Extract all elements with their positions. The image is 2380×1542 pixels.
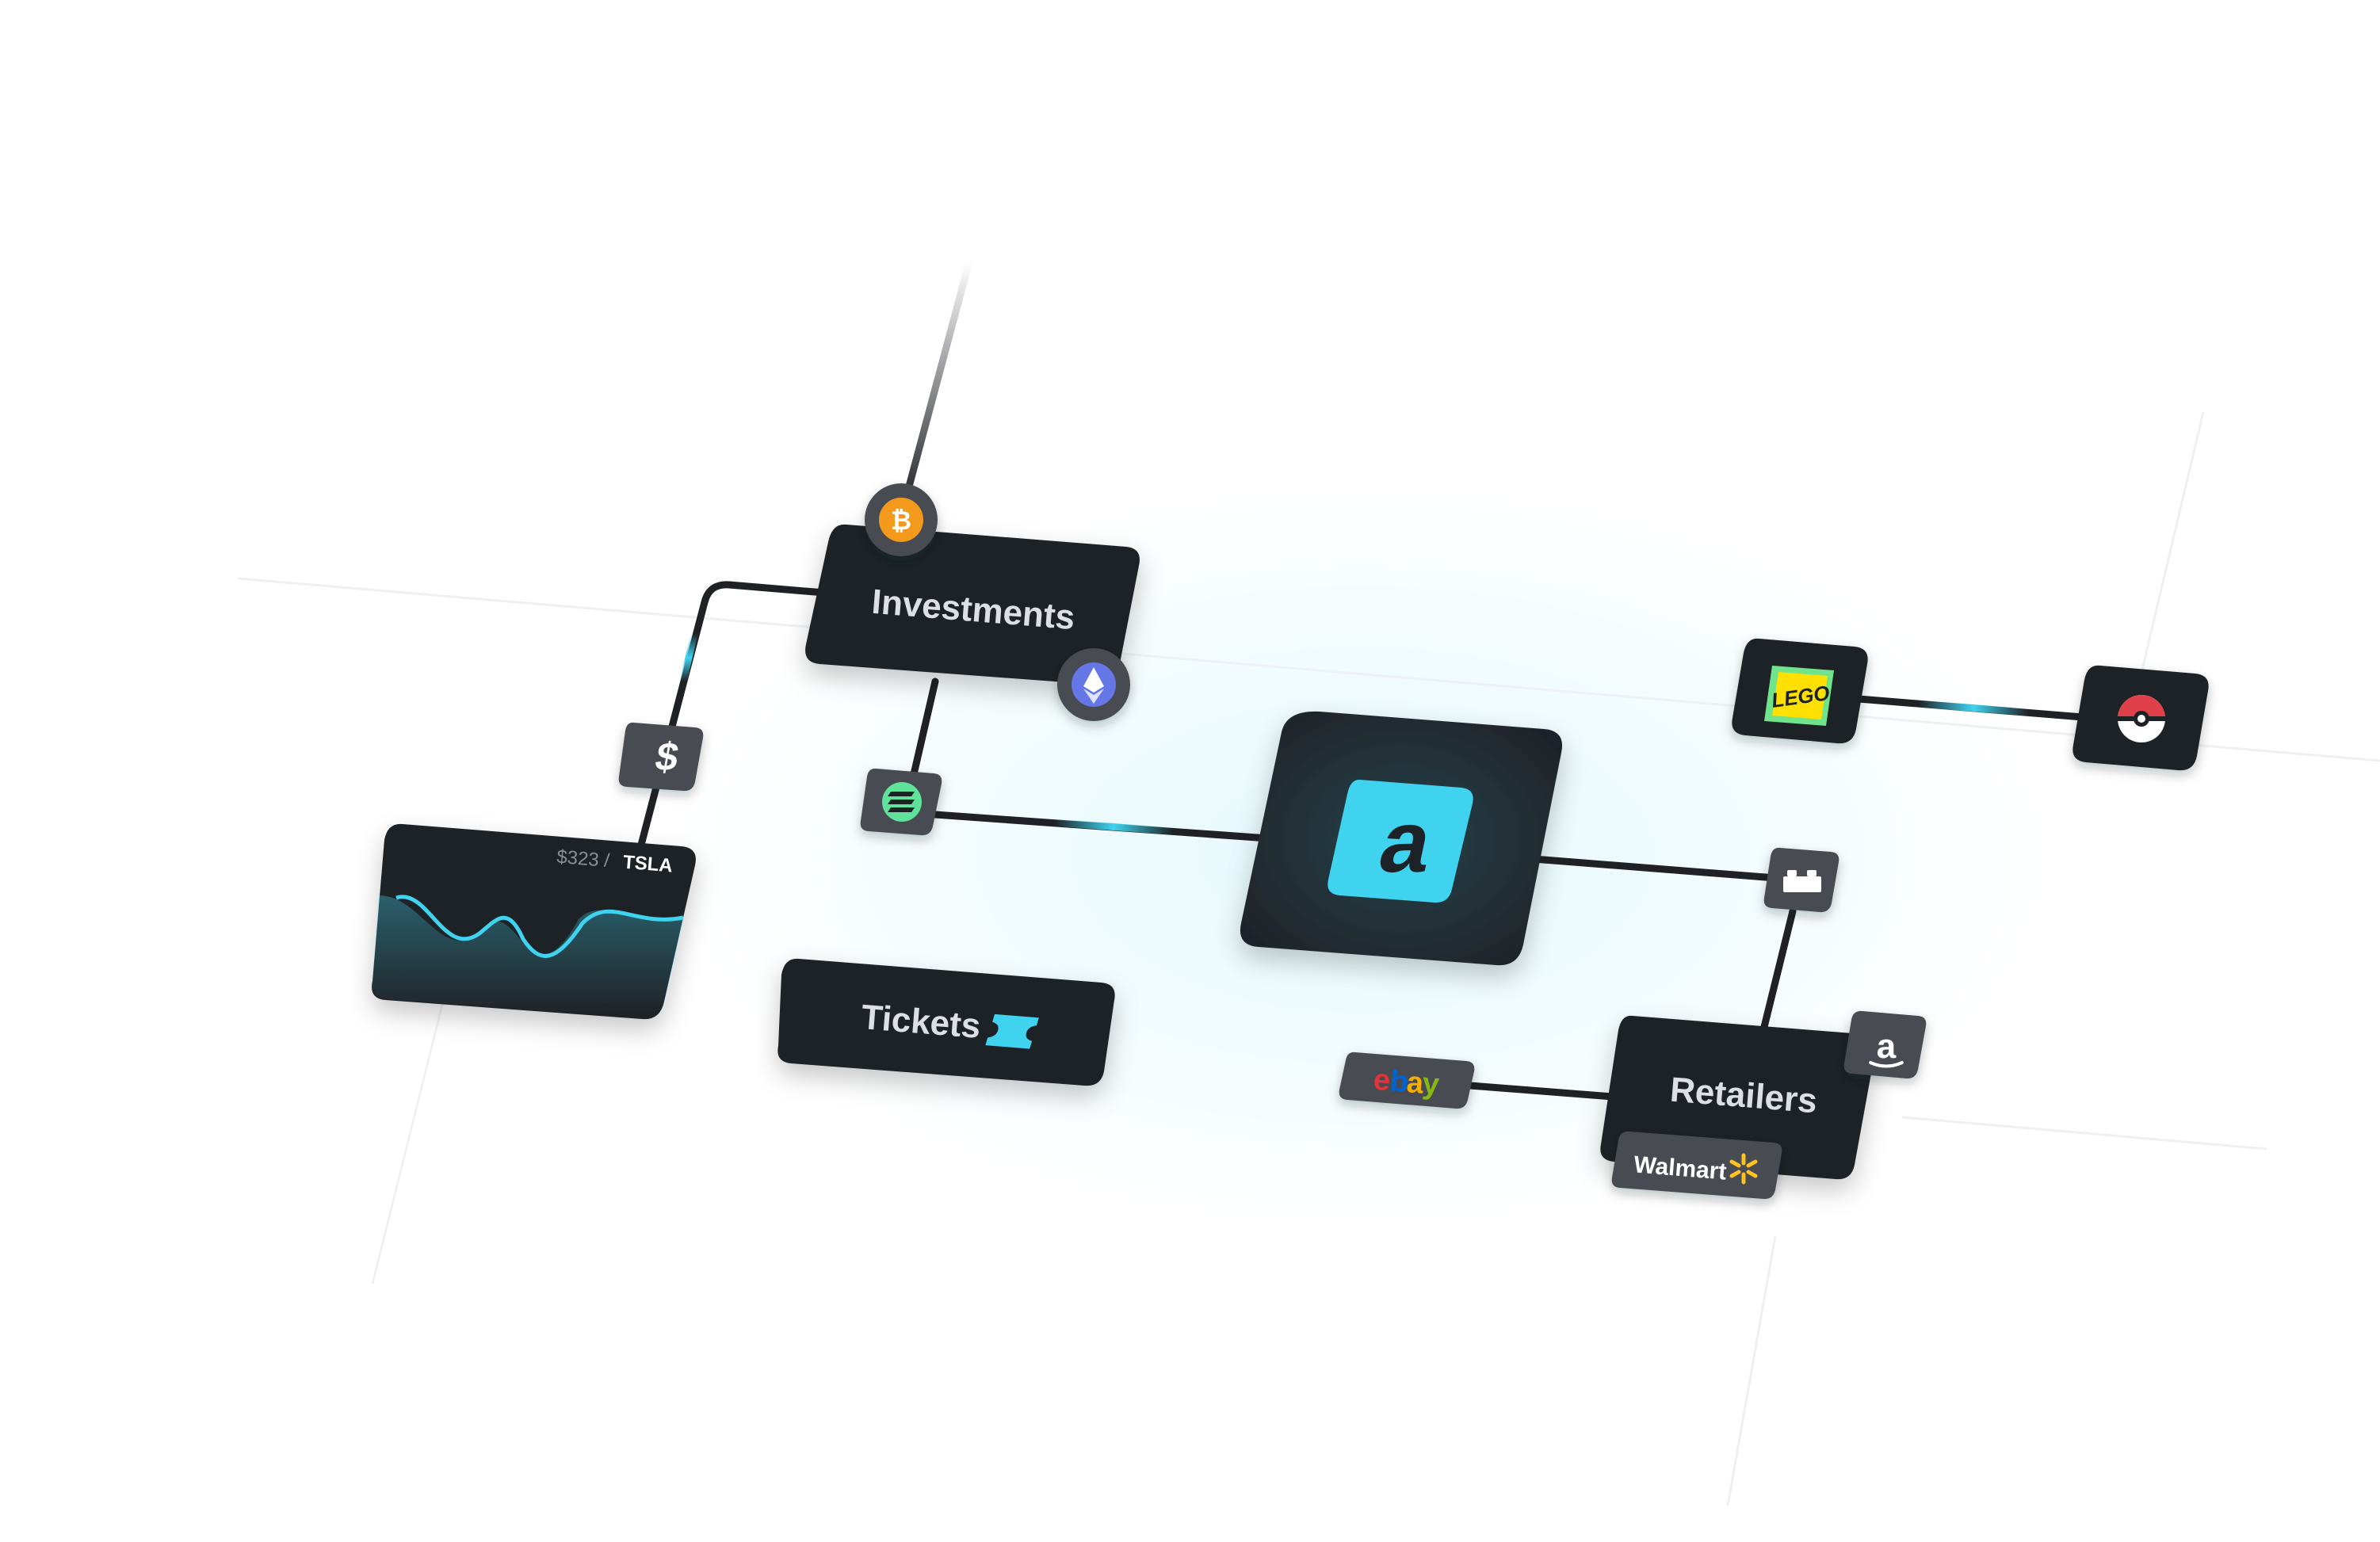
central-hub[interactable]: a <box>1240 711 1563 966</box>
solana-icon <box>888 792 915 812</box>
tickets-label: Tickets <box>860 998 982 1046</box>
wire-brick-retailers <box>1759 907 1797 1034</box>
connectors <box>636 258 2096 1101</box>
stock-price: $323 / <box>556 846 610 872</box>
dollar-chip[interactable]: $ <box>618 722 704 792</box>
stock-ticker: TSLA <box>622 852 674 877</box>
wire-investments-solana <box>907 677 939 788</box>
svg-text:b: b <box>1389 1064 1410 1099</box>
walmart-chip[interactable]: Walmart <box>1611 1131 1782 1200</box>
lego-chip[interactable]: LEGO <box>1732 638 1868 744</box>
wire-top <box>900 258 973 511</box>
brick-chip[interactable] <box>1763 847 1839 913</box>
svg-text:a: a <box>1405 1066 1425 1101</box>
amazon-chip[interactable]: a <box>1843 1010 1927 1079</box>
ticket-icon <box>985 1013 1039 1049</box>
wire-ebay-retailers <box>1466 1082 1617 1101</box>
svg-text:e: e <box>1372 1063 1391 1098</box>
ebay-icon: e b a y <box>1372 1063 1440 1102</box>
pokeball-chip[interactable] <box>2072 665 2209 771</box>
wire-glows <box>679 630 2033 835</box>
amazon-icon: a <box>1877 1027 1897 1066</box>
background-grid <box>237 411 2380 1506</box>
tickets-card[interactable]: Tickets <box>777 958 1115 1086</box>
lego-brick-icon <box>1783 870 1821 892</box>
bitcoin-badge[interactable]: ₿ <box>865 483 938 556</box>
ethereum-icon <box>1083 667 1104 704</box>
bitcoin-icon: ₿ <box>891 506 911 536</box>
pokeball-icon <box>2118 695 2165 742</box>
investments-card[interactable]: Investments <box>805 524 1140 685</box>
walmart-spark-icon <box>1729 1153 1758 1185</box>
wire-center-brick <box>1530 855 1779 882</box>
stock-chart-card[interactable]: $323 / TSLA <box>372 823 696 1020</box>
svg-text:y: y <box>1421 1067 1440 1102</box>
ethereum-badge[interactable] <box>1057 648 1130 721</box>
solana-chip[interactable] <box>860 768 942 836</box>
wire-investments-dollar <box>636 581 828 852</box>
ebay-chip[interactable]: e b a y <box>1339 1052 1475 1109</box>
